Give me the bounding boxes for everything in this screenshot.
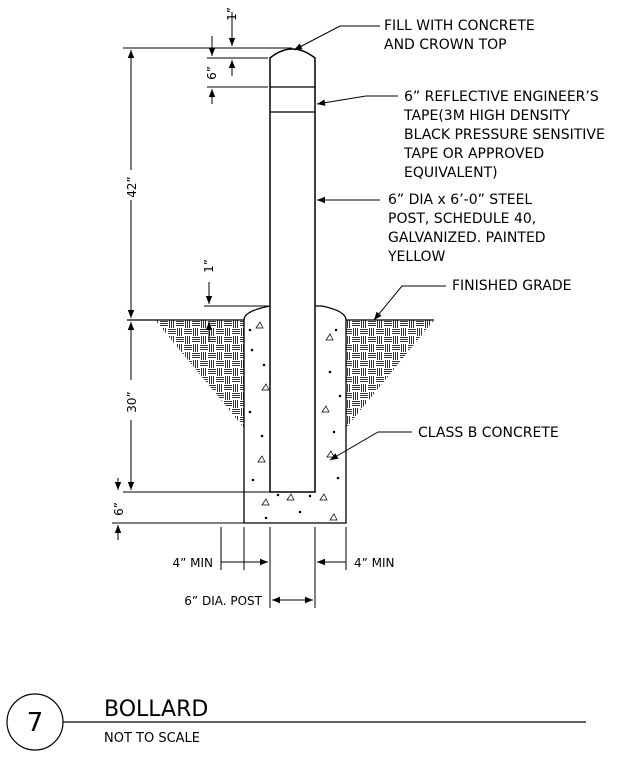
detail-title: BOLLARD [104, 697, 208, 722]
svg-text:EQUIVALENT): EQUIVALENT) [404, 165, 498, 181]
soil-hatch-right [346, 320, 434, 428]
note-class-b-concrete: CLASS B CONCRETE [418, 425, 559, 441]
note-finished-grade: FINISHED GRADE [452, 278, 572, 294]
dim-grade-1-label: 1” [202, 259, 216, 273]
detail-number: 7 [27, 708, 44, 738]
svg-text:BLACK PRESSURE SENSITIVE: BLACK PRESSURE SENSITIVE [404, 127, 605, 143]
dim-top-1-label: 1” [225, 7, 239, 21]
dim-42-label: 42” [125, 176, 139, 198]
svg-text:6” REFLECTIVE ENGINEER’S: 6” REFLECTIVE ENGINEER’S [404, 89, 599, 105]
svg-text:TAPE(3M HIGH DENSITY: TAPE(3M HIGH DENSITY [403, 108, 570, 124]
note-steel-post: 6” DIA x 6’-0” STEEL POST, SCHEDULE 40, … [387, 192, 546, 265]
dimension-lines [114, 12, 346, 604]
dim-right-min-label: 4” MIN [354, 556, 395, 570]
svg-text:AND CROWN TOP: AND CROWN TOP [384, 37, 507, 53]
svg-text:6” DIA x 6’-0” STEEL: 6” DIA x 6’-0” STEEL [388, 192, 532, 208]
svg-text:GALVANIZED. PAINTED: GALVANIZED. PAINTED [388, 230, 546, 246]
note-fill-top: FILL WITH CONCRETE AND CROWN TOP [384, 18, 535, 53]
svg-text:FILL WITH CONCRETE: FILL WITH CONCRETE [384, 18, 535, 34]
steel-post [269, 48, 316, 493]
soil-hatch-left [155, 320, 244, 428]
detail-subtitle: NOT TO SCALE [104, 731, 200, 746]
dim-30-label: 30” [125, 391, 139, 413]
dim-6-label: 6” [112, 502, 126, 516]
svg-text:POST, SCHEDULE 40,: POST, SCHEDULE 40, [388, 211, 536, 227]
dim-post-dia-label: 6” DIA. POST [184, 594, 262, 608]
note-reflective-tape: 6” REFLECTIVE ENGINEER’S TAPE(3M HIGH DE… [403, 89, 605, 181]
svg-text:TAPE OR APPROVED: TAPE OR APPROVED [403, 146, 544, 162]
svg-text:YELLOW: YELLOW [387, 249, 446, 265]
extension-lines [112, 47, 347, 608]
dim-tape-6-label: 6” [205, 66, 219, 80]
leader-lines [293, 25, 446, 461]
dim-left-min-label: 4” MIN [172, 556, 213, 570]
